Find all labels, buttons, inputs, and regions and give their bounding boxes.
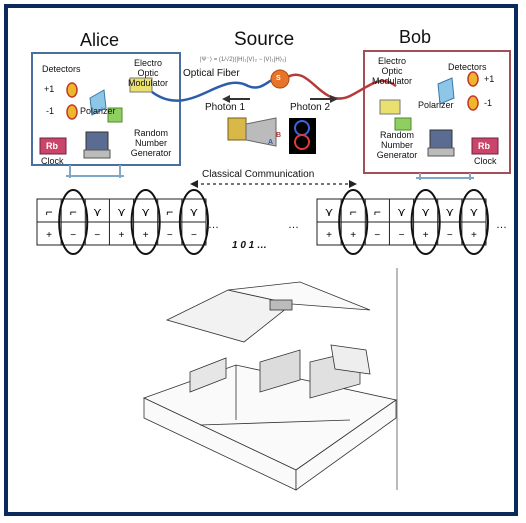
bob-table-basis-symbol: ⋎ [421, 205, 430, 219]
bob-detector-minus-icon [467, 95, 479, 111]
alice-rb-label: Rb [46, 141, 58, 151]
alice-table-basis-symbol: ⌐ [70, 205, 77, 219]
bob-rb-label: Rb [478, 141, 490, 151]
alice-table-outcome-symbol: − [94, 230, 100, 241]
alice-table-circled-match [178, 189, 210, 255]
alice-table-basis-symbol: ⋎ [93, 205, 102, 219]
bob-computer-icon [429, 129, 453, 149]
alice-detector-minus-icon [66, 104, 78, 120]
alice-rng-icon [107, 107, 123, 123]
bob-table-basis-symbol: ⋎ [397, 205, 406, 219]
alice-table-basis-symbol: ⋎ [190, 205, 199, 219]
bob-station-box [363, 50, 511, 174]
alice-table-outcome-symbol: + [143, 230, 149, 241]
bob-clock-label: Clock [474, 156, 497, 166]
bob-detectors-label: Detectors [448, 62, 487, 72]
alice-plus1-label: +1 [44, 84, 55, 94]
alice-rb-clock-icon [39, 137, 67, 155]
bob-table-outcome-symbol: − [374, 230, 380, 241]
laser-cone-icon [245, 117, 277, 147]
bob-polarizer-icon [437, 77, 455, 105]
bob-table-outcome-symbol: + [350, 230, 356, 241]
alice-minus1-label: -1 [46, 106, 55, 116]
bob-table-basis-symbol: ⌐ [350, 205, 357, 219]
bob-table-outcome-symbol: − [447, 230, 453, 241]
bob-eom-icon [379, 99, 401, 115]
bob-table-circled-match [410, 189, 441, 255]
bob-table-ellipsis: … [496, 219, 507, 231]
alice-detectors-label: Detectors [42, 64, 81, 74]
bob-table-outcome-symbol: − [399, 230, 405, 241]
bob-table-outcome-symbol: + [423, 230, 429, 241]
source-title: Source [234, 29, 295, 50]
fiber-to-alice [151, 78, 275, 102]
alice-polarizer-label: Polarizer [80, 106, 116, 116]
alice-eom-icon [129, 77, 153, 93]
alice-table-outcome-symbol: + [119, 230, 125, 241]
bob-table-basis-symbol: ⋎ [325, 205, 334, 219]
alice-clock-label: Clock [41, 156, 64, 166]
alice-table-outcome-symbol: − [191, 230, 197, 241]
bob-table-outcome-symbol: + [471, 230, 477, 241]
alice-table-outcome-symbol: − [167, 230, 173, 241]
source-s-icon [270, 69, 290, 89]
bob-table-circled-match [458, 189, 489, 255]
crystal-icon [227, 117, 247, 141]
crystal-b-label: B [276, 132, 282, 139]
alice-table-basis-symbol: ⋎ [141, 205, 150, 219]
alice-table-basis-symbol: ⋎ [117, 205, 126, 219]
bob-detector-plus-icon [467, 71, 479, 87]
alice-basis-table: ⌐ + ⌐ − ⋎ − ⋎ + ⋎ + ⌐ − ⋎ − [36, 189, 210, 255]
classical-comm-label: Classical Communication [202, 169, 315, 180]
fiber-to-bob [285, 73, 397, 100]
alice-table-basis-symbol: ⌐ [46, 205, 53, 219]
alice-table-outcome-symbol: + [46, 230, 52, 241]
alice-table-ellipsis: … [208, 219, 219, 231]
bob-plus1-label: +1 [484, 74, 495, 84]
crystal-a-label: A [268, 139, 274, 146]
hardware-enclosure-sketch [142, 281, 397, 491]
alice-polarizer-icon [89, 89, 107, 116]
bob-polarizer-label: Polarizer [418, 100, 454, 110]
optical-fiber-label: Optical Fiber [183, 68, 240, 79]
alice-title: Alice [80, 30, 120, 50]
alice-table-basis-symbol: ⌐ [166, 205, 173, 219]
bob-table-circled-match [338, 189, 369, 255]
alice-detector-plus-icon [66, 82, 78, 98]
bob-title: Bob [399, 27, 432, 47]
bob-table-basis-symbol: ⋎ [470, 205, 479, 219]
alice-station-box [31, 52, 181, 166]
bob-table-basis-symbol: ⌐ [374, 205, 381, 219]
bob-table-basis-symbol: ⋎ [445, 205, 454, 219]
bob-rb-clock-icon [471, 137, 499, 155]
bob-table-outcome-symbol: + [326, 230, 332, 241]
bob-table-pre-ellipsis: … [288, 219, 299, 231]
alice-table-outcome-symbol: − [70, 230, 76, 241]
photon1-label: Photon 1 [205, 102, 246, 113]
bob-minus1-label: -1 [484, 98, 493, 108]
bob-basis-table: ⋎ + ⌐ + ⌐ − ⋎ − ⋎ + ⋎ − ⋎ + [316, 189, 489, 255]
alice-table-circled-match [130, 189, 161, 255]
bob-rng-icon [394, 117, 412, 131]
source-equation: |Ψ⁻⟩ = (1/√2)(|H⟩₁|V⟩₂ − |V⟩₁|H⟩₂) [200, 57, 287, 63]
alice-table-circled-match [58, 189, 89, 255]
bits-label: 1 0 1 … [232, 240, 268, 251]
source-s-label: S [276, 75, 281, 82]
alice-computer-icon [85, 131, 109, 151]
photon2-label: Photon 2 [290, 102, 331, 113]
